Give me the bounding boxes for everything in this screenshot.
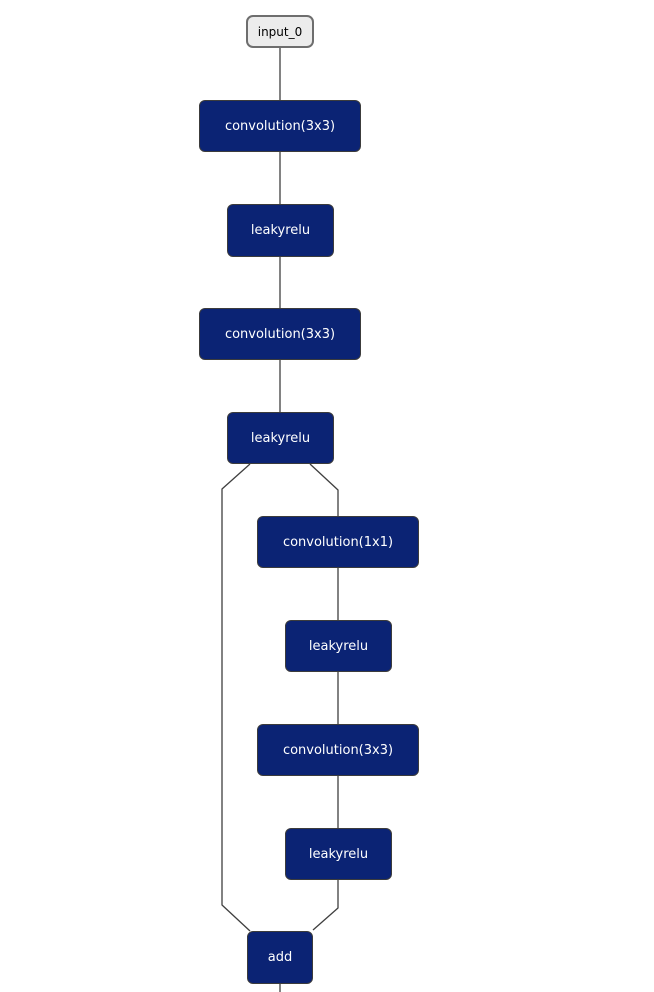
node-leakyrelu-3: leakyrelu	[285, 620, 392, 672]
node-convolution-3x3-2: convolution(3x3)	[199, 308, 361, 360]
node-leakyrelu-1: leakyrelu	[227, 204, 334, 257]
node-convolution-1x1: convolution(1x1)	[257, 516, 419, 568]
node-label: convolution(3x3)	[224, 118, 336, 134]
node-add: add	[247, 931, 313, 984]
node-label: convolution(3x3)	[282, 742, 394, 758]
node-leakyrelu-2: leakyrelu	[227, 412, 334, 464]
node-convolution-3x3-3: convolution(3x3)	[257, 724, 419, 776]
edge-lrelu4-add	[312, 880, 339, 931]
node-label: convolution(3x3)	[224, 326, 336, 342]
node-label: leakyrelu	[308, 846, 369, 862]
node-label: leakyrelu	[250, 430, 311, 446]
edge-lrelu2-conv3	[309, 463, 339, 516]
node-input-0: input_0	[246, 15, 314, 48]
node-label: leakyrelu	[250, 223, 311, 238]
node-label: input_0	[257, 24, 303, 39]
node-leakyrelu-4: leakyrelu	[285, 828, 392, 880]
node-label: add	[267, 950, 293, 965]
node-label: leakyrelu	[308, 638, 369, 654]
node-label: convolution(1x1)	[282, 534, 394, 550]
node-convolution-3x3-1: convolution(3x3)	[199, 100, 361, 152]
edge-skip-lrelu2-add	[221, 463, 251, 932]
